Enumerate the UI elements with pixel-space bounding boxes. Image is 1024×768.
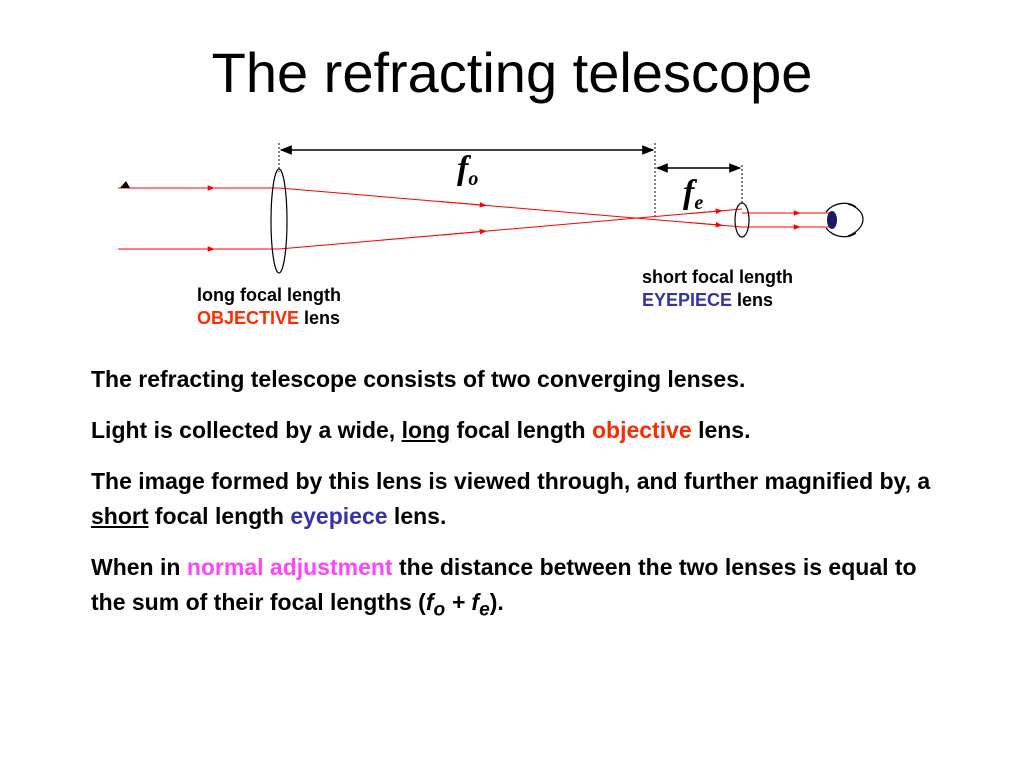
paragraph-3: The image formed by this lens is viewed … — [91, 468, 931, 529]
diverging-ray-bottom-arrow — [689, 208, 723, 215]
converging-ray-top-arrow — [439, 201, 487, 208]
page-title: The refracting telescope — [211, 41, 813, 104]
converging-ray-top — [278, 187, 743, 228]
diverging-ray-top-arrow — [689, 221, 723, 228]
focal-length-objective-symbol: fo — [457, 150, 479, 191]
objective-lens — [270, 168, 288, 274]
explanation-text: The refracting telescope consists of two… — [91, 362, 951, 644]
objective-lens-label: long focal length OBJECTIVE lens — [197, 285, 341, 328]
image-arrow-icon — [120, 181, 130, 188]
converging-ray-bottom — [278, 208, 743, 250]
eye-icon — [825, 202, 864, 238]
paragraph-4: When in normal adjustment the distance b… — [91, 554, 917, 621]
paragraph-2: Light is collected by a wide, long focal… — [91, 417, 751, 443]
paragraph-1: The refracting telescope consists of two… — [91, 366, 746, 392]
eyepiece-lens — [734, 202, 750, 238]
focal-length-eyepiece-symbol: fe — [683, 174, 704, 215]
telescope-diagram — [118, 143, 864, 274]
converging-ray-bottom-arrow — [439, 228, 487, 236]
eyepiece-lens-label: short focal length EYEPIECE lens — [642, 267, 794, 310]
